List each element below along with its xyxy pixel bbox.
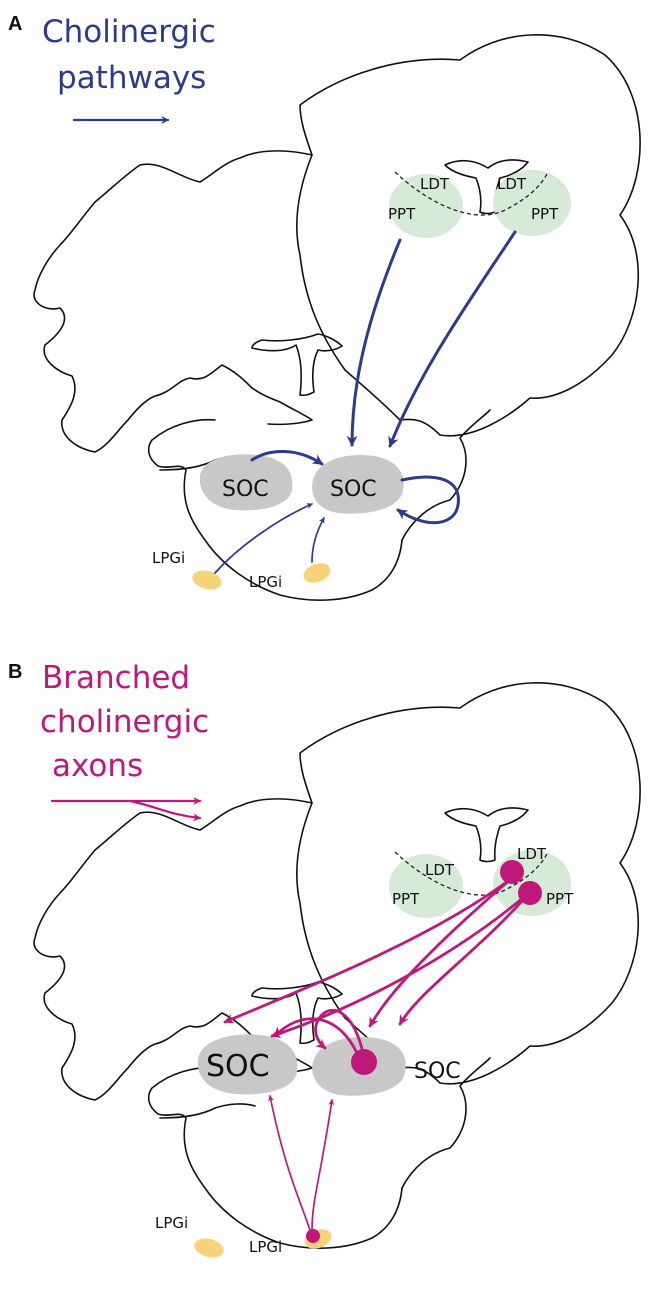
panel-a-ldt-right-label: LDT	[497, 175, 527, 193]
panel-a-ldt-left-label: LDT	[420, 175, 450, 193]
panel-a-soc-right	[312, 455, 404, 514]
panel-b-axon-soc-right-recurrent	[314, 1008, 366, 1060]
panel-a-soc-right-label: SOC	[330, 477, 377, 502]
panel-a-title-line2: pathways	[57, 60, 206, 96]
panel-b-axon-ldt-to-soc-left	[223, 876, 514, 1024]
panel-b-axon-ppt-branch-to-soc-right	[398, 890, 532, 1026]
panel-a-arrow-lpgi-right-to-soc	[311, 517, 325, 563]
panel-a-lpgi-right	[303, 563, 331, 583]
panel-b-ldt-cell-body	[500, 860, 524, 884]
panel-a-left-pontine-nucleus	[389, 174, 463, 238]
panel-a-title-line1: Cholinergic	[42, 14, 216, 50]
panel-a-right-pontine-nucleus	[493, 170, 571, 236]
panel-b-lpgi-cell-body	[306, 1229, 320, 1243]
panel-b-ppt-cell-body	[518, 881, 542, 905]
panel-b-letter: B	[8, 661, 22, 683]
panel-b-ldt-right-label: LDT	[517, 845, 547, 863]
panel-a-letter: A	[8, 13, 22, 35]
panel-a-ppt-right-label: PPT	[531, 205, 559, 223]
panel-b-title-line2: cholinergic	[40, 704, 209, 740]
panel-a-lpgi-left-label: LPGi	[152, 549, 185, 567]
panel-a-arrow-soc-right-recurrent	[396, 475, 460, 525]
panel-a-arrow-ppt-left-to-soc	[346, 238, 402, 447]
panel-b-left-pontine-nucleus	[389, 854, 463, 918]
panel-b-axon-lpgi-to-soc-left	[268, 1095, 311, 1231]
panel-a-soc-left-label: SOC	[222, 477, 269, 502]
panel-b-title-line3: axons	[52, 748, 143, 784]
panel-b-soc-left	[197, 1034, 298, 1095]
panel-a-ldt-ppt-border	[394, 171, 549, 216]
panel-a-lpgi-left	[192, 570, 222, 590]
panel-b-legend-arrow-branch	[128, 799, 202, 822]
panel-a-arrow-ppt-right-to-soc	[388, 230, 517, 448]
panel-b-ldt-ppt-border	[394, 851, 549, 896]
panel-b-lpgi-left	[194, 1238, 224, 1258]
panel-b-ldt-left-label: LDT	[425, 861, 455, 879]
panel-a-soc-left	[199, 454, 293, 511]
panel-b-lpgi-right-label: LPGi	[249, 1238, 282, 1256]
panel-a-lpgi-right-label: LPGi	[249, 573, 282, 591]
panel-b-soc-cell-body	[351, 1049, 377, 1075]
panel-b-lpgi-left-label: LPGi	[155, 1214, 188, 1232]
panel-b-soc-right-label: SOC	[414, 1059, 461, 1084]
panel-a-arrow-soc-left-to-soc-right	[250, 449, 324, 466]
panel-b-soc-left-label: SOC	[206, 1049, 270, 1084]
panel-b-axon-ppt-to-soc-left	[270, 890, 532, 1039]
panel-b-ppt-right-label: PPT	[546, 890, 574, 908]
panel-b-ppt-left-label: PPT	[392, 890, 420, 908]
panel-a-ppt-left-label: PPT	[388, 205, 416, 223]
panel-b-axon-lpgi-to-soc-right	[311, 1099, 335, 1231]
panel-a-arrow-lpgi-left-to-soc	[214, 503, 313, 574]
panel-b-title-line1: Branched	[42, 660, 190, 696]
panel-a: A Cholinergic pathways LDT LDT PPT PPT S…	[8, 13, 641, 601]
panel-b-axon-ldt-branch-to-soc-right	[368, 876, 514, 1028]
panel-b: B Branched cholinergic axons LDT LDT PPT…	[8, 660, 641, 1258]
